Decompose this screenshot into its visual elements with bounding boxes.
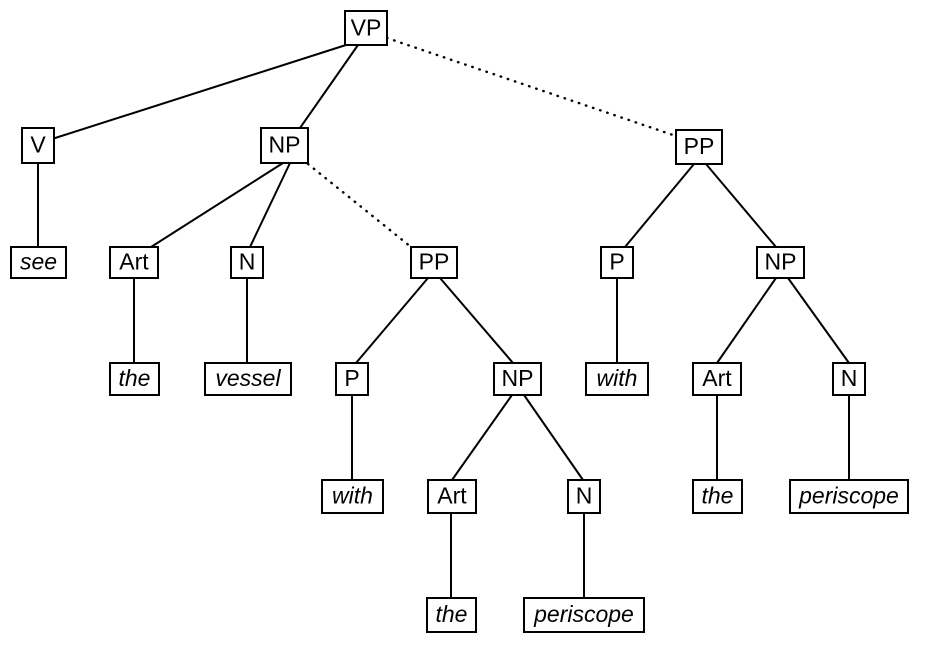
- node-leaf-the1-label: the: [119, 365, 151, 391]
- node-art-the-low-label: Art: [437, 483, 467, 509]
- node-pp-high-label: PP: [684, 133, 715, 159]
- edge-layer: [37, 36, 850, 598]
- node-leaf-vessel[interactable]: vessel: [204, 362, 292, 396]
- node-leaf-the-high[interactable]: the: [692, 479, 743, 514]
- edge-np-to-n: [249, 162, 291, 248]
- node-vp-root-label: VP: [351, 15, 382, 41]
- node-leaf-periscope-high[interactable]: periscope: [789, 479, 909, 514]
- node-n-periscope-high-label: N: [841, 365, 858, 391]
- edge-vp-to-np: [299, 44, 359, 129]
- node-np-vessel-label: NP: [269, 132, 301, 158]
- node-leaf-the-high-label: the: [702, 483, 734, 509]
- node-leaf-vessel-label: vessel: [215, 365, 281, 391]
- edge-pp-high-to-np-high: [705, 163, 777, 248]
- node-p-with-low[interactable]: P: [335, 362, 369, 396]
- node-v-see-label: V: [30, 132, 46, 158]
- edge-np-high-to-n: [787, 277, 850, 364]
- node-np-low[interactable]: NP: [493, 362, 542, 396]
- node-art-the-low[interactable]: Art: [427, 479, 477, 514]
- node-n-periscope-low-label: N: [576, 483, 593, 509]
- edge-np-low-to-n: [523, 394, 584, 481]
- node-leaf-with-low[interactable]: with: [321, 479, 384, 514]
- node-leaf-the1[interactable]: the: [109, 362, 160, 396]
- node-pp-low[interactable]: PP: [410, 246, 458, 279]
- node-leaf-periscope-high-label: periscope: [798, 483, 899, 509]
- node-art-the1[interactable]: Art: [109, 246, 159, 279]
- node-art-the-high[interactable]: Art: [692, 362, 742, 396]
- node-leaf-with-high[interactable]: with: [585, 362, 649, 396]
- node-p-with-high[interactable]: P: [600, 246, 634, 279]
- node-layer: VP V NP PP see Art N: [10, 10, 909, 633]
- edge-pp-low-to-np-low: [439, 277, 514, 364]
- node-np-high-label: NP: [765, 249, 797, 275]
- edge-np-high-to-art: [716, 277, 777, 364]
- edge-vp-to-pp-high: [385, 36, 678, 138]
- node-n-periscope-low[interactable]: N: [567, 479, 601, 514]
- edge-pp-low-to-p: [355, 277, 429, 364]
- node-leaf-periscope-low[interactable]: periscope: [523, 597, 645, 633]
- edge-vp-to-v: [51, 44, 347, 140]
- node-p-with-high-label: P: [609, 249, 624, 275]
- node-vp-root[interactable]: VP: [344, 10, 388, 46]
- node-leaf-see[interactable]: see: [10, 246, 67, 279]
- node-leaf-with-high-label: with: [597, 365, 638, 391]
- node-np-low-label: NP: [502, 365, 534, 391]
- edge-pp-high-to-p: [624, 163, 695, 248]
- node-pp-low-label: PP: [419, 249, 450, 275]
- edge-np-to-art: [150, 162, 284, 248]
- node-leaf-the-low[interactable]: the: [426, 597, 477, 633]
- node-p-with-low-label: P: [344, 365, 359, 391]
- node-leaf-the-low-label: the: [436, 601, 468, 627]
- node-np-vessel[interactable]: NP: [260, 127, 309, 164]
- edge-np-to-pp-low: [306, 162, 413, 249]
- node-leaf-with-low-label: with: [332, 483, 373, 509]
- node-n-vessel-label: N: [239, 249, 256, 275]
- node-v-see[interactable]: V: [21, 127, 55, 164]
- node-n-periscope-high[interactable]: N: [832, 362, 866, 396]
- node-leaf-see-label: see: [20, 249, 57, 275]
- node-np-high[interactable]: NP: [756, 246, 805, 279]
- edge-np-low-to-art: [451, 394, 513, 481]
- node-art-the-high-label: Art: [702, 365, 732, 391]
- node-n-vessel[interactable]: N: [230, 246, 264, 279]
- node-leaf-periscope-low-label: periscope: [533, 601, 634, 627]
- node-art-the1-label: Art: [119, 249, 149, 275]
- node-pp-high[interactable]: PP: [675, 129, 723, 165]
